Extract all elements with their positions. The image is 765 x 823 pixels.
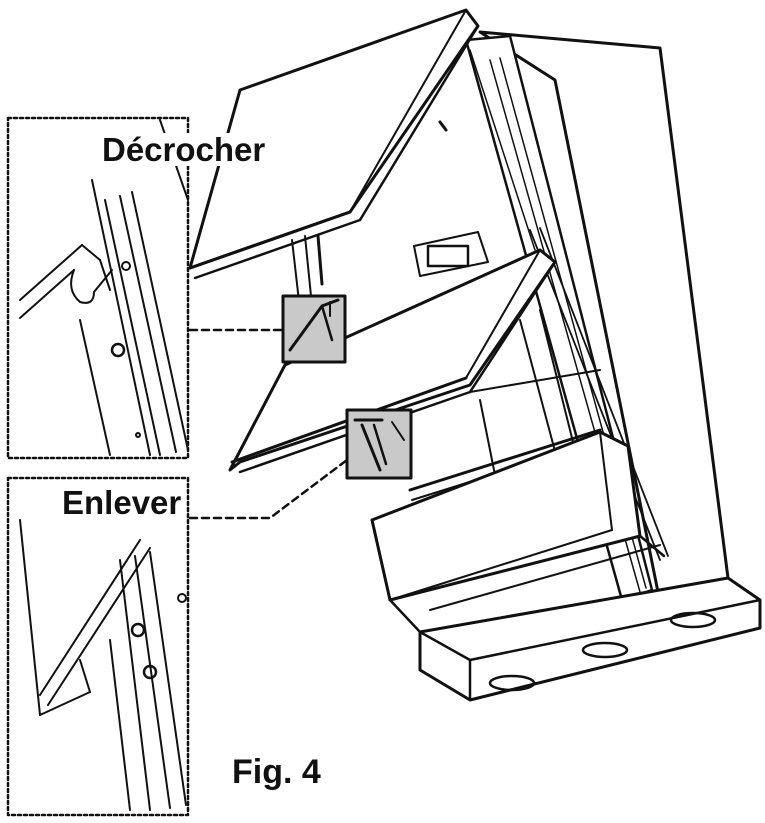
cabinet-housing (418, 30, 762, 702)
base-hole-2 (581, 641, 629, 659)
label-remove: Enlever (60, 484, 184, 521)
leader-lines (188, 328, 349, 520)
base-hole-3 (669, 611, 717, 629)
drawer-front (370, 430, 666, 634)
figure-caption: Fig. 4 (232, 753, 321, 791)
detail-unhook-drawing (19, 119, 189, 456)
detail-remove-drawing (19, 519, 187, 811)
detail-box-unhook (6, 116, 190, 460)
zoom-marker-unhook (281, 294, 347, 364)
zoom-marker-remove (345, 408, 413, 480)
base-hole-1 (488, 674, 536, 692)
top-lid (188, 8, 480, 280)
cabinet-base (418, 576, 762, 702)
cabinet-interior (291, 49, 536, 311)
detail-box-remove (6, 476, 190, 817)
label-unhook: Décrocher (100, 131, 268, 168)
